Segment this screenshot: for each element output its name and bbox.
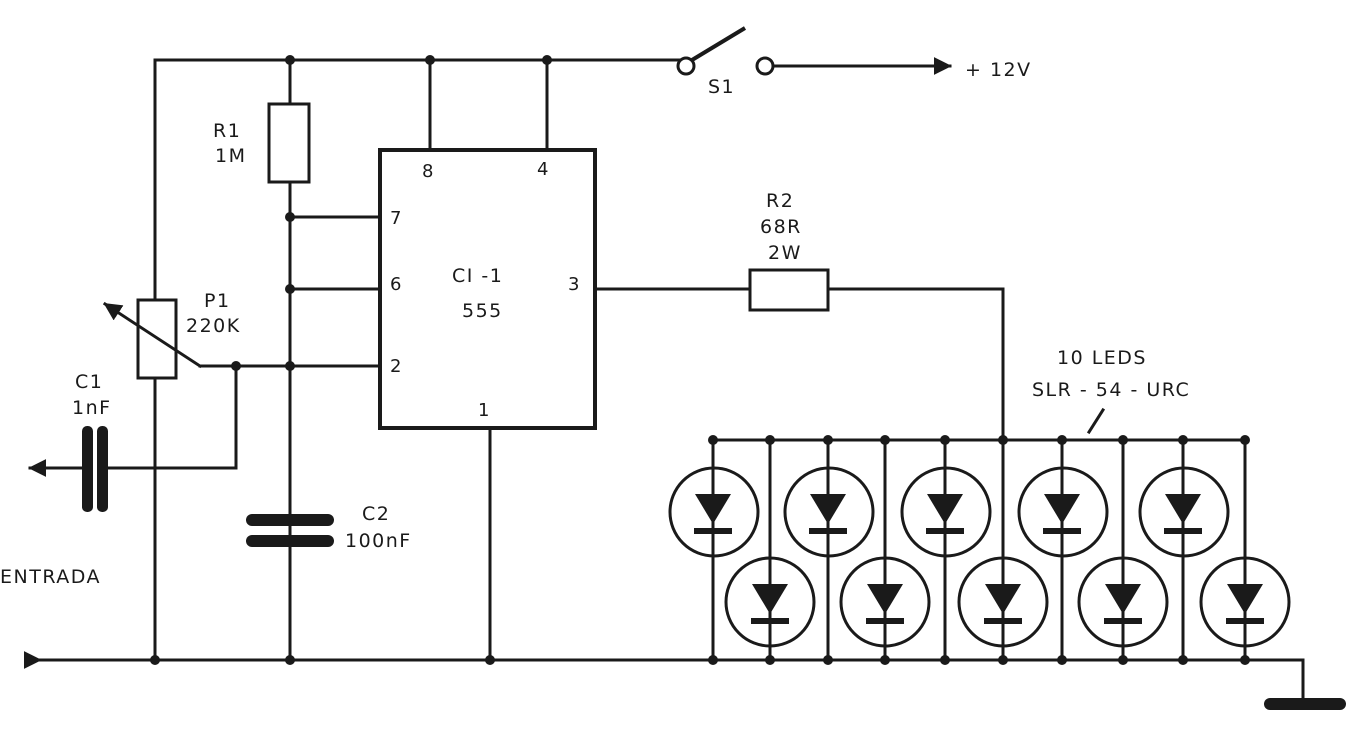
r2-power: 2W (768, 242, 802, 264)
junction-dot (1057, 435, 1067, 445)
ic-555: 8 4 7 6 3 2 1 CI -1 555 (198, 58, 752, 662)
ic-pin-7: 7 (390, 208, 401, 229)
junction-dot (765, 435, 775, 445)
led-10 (1199, 556, 1291, 648)
led-9 (1138, 466, 1230, 558)
ground-rail (23, 651, 1346, 710)
ic-pin-1: 1 (478, 400, 489, 421)
ic-pin-6: 6 (390, 274, 401, 295)
leds-part-label: SLR - 54 - URC (1032, 379, 1190, 401)
junction-dot (1118, 435, 1128, 445)
r2-value: 68R (760, 216, 802, 238)
ic-part: 555 (462, 300, 503, 322)
led-group (668, 435, 1291, 665)
led-4 (839, 556, 931, 648)
capacitor-c1: C1 1nF (28, 361, 241, 512)
ground-symbol (1264, 698, 1346, 710)
ic-pin-4: 4 (537, 159, 548, 180)
leds-count-label: 10 LEDS (1057, 347, 1147, 369)
led-2 (724, 556, 816, 648)
p1-value: 220K (186, 315, 241, 337)
switch-s1: S1 (676, 26, 952, 98)
resistor-r2: R2 68R 2W (748, 190, 1005, 442)
ic-name: CI -1 (452, 265, 503, 287)
junction-dot (823, 435, 833, 445)
junction-dot (880, 435, 890, 445)
switch-label: S1 (708, 76, 735, 98)
led-5 (900, 466, 992, 558)
ic-pin-3: 3 (568, 274, 579, 295)
supply-voltage-label: + 12V (965, 59, 1032, 81)
r2-name: R2 (766, 190, 794, 212)
capacitor-c2: C2 100nF (246, 503, 412, 552)
ic-pin-8: 8 (422, 161, 433, 182)
c2-name: C2 (362, 503, 390, 525)
led-1 (668, 466, 760, 558)
led-3 (783, 466, 875, 558)
junction-dot (1178, 435, 1188, 445)
input-label: ENTRADA (0, 566, 101, 588)
c2-value: 100nF (345, 530, 412, 552)
led-7 (1017, 466, 1109, 558)
r1-name: R1 (213, 120, 241, 142)
led-array: 10 LEDS SLR - 54 - URC (668, 347, 1291, 665)
junction-dot (708, 435, 718, 445)
junction-dot (998, 435, 1008, 445)
c1-name: C1 (75, 371, 103, 393)
c1-value: 1nF (72, 397, 112, 419)
led-8 (1077, 556, 1169, 648)
r1-value: 1M (215, 145, 246, 167)
ic-pin-2: 2 (390, 356, 401, 377)
potentiometer-p1: P1 220K (102, 290, 241, 662)
led-6 (957, 556, 1049, 648)
p1-name: P1 (204, 290, 231, 312)
junction-dot (940, 435, 950, 445)
resistor-r1: R1 1M (213, 58, 311, 662)
junction-dot (1240, 435, 1250, 445)
